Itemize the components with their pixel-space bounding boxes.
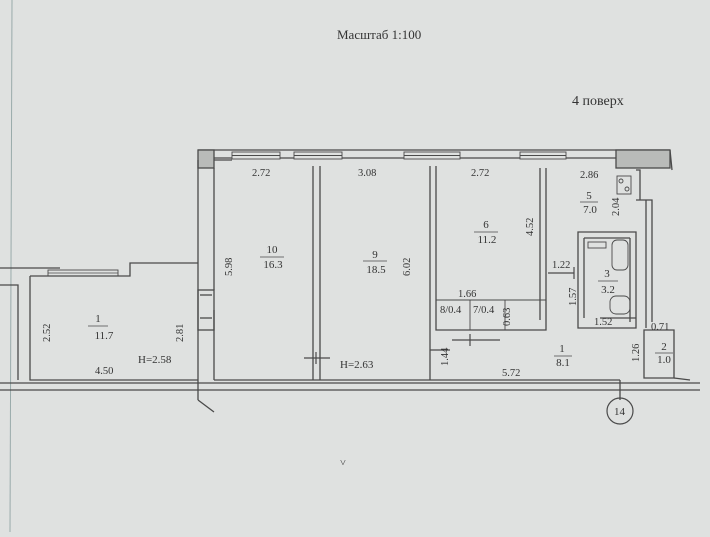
svg-text:5: 5 [586,190,592,202]
dim-label: 1.52 [594,317,612,328]
room-label: 2 1.0 [655,341,673,366]
pencil-mark: ˅ [340,458,346,469]
svg-text:7.0: 7.0 [583,204,597,216]
stove-burner-icon [618,178,624,184]
door-marks [304,267,575,364]
toilet-icon [609,295,631,315]
scale-label: Масштаб 1:100 [337,27,421,42]
room-label: 10 16.3 [260,244,284,271]
dim-label: 1.26 [631,344,642,362]
stove-burner-icon [624,186,630,192]
svg-text:10: 10 [267,244,279,256]
room-label: 1 11.7 [88,313,114,342]
svg-text:18.5: 18.5 [366,264,386,276]
dim-label: 5.72 [502,368,520,379]
margin-line [9,0,13,533]
dim-label: 0.63 [502,308,513,326]
dimension-labels: 2.72 3.08 2.72 2.86 2.04 5.98 6.02 4.52 … [42,168,669,379]
room-label: 6 11.2 [474,219,498,246]
ceiling-height-left: H=2.58 [138,354,172,366]
svg-text:11.7: 11.7 [95,330,114,342]
room-label: 9 18.5 [363,249,387,276]
dim-label: 6.02 [402,258,413,276]
axis-marker-circle [606,397,634,425]
dim-label: 1.57 [568,288,579,306]
dim-label: 5.98 [224,258,235,276]
dim-label: 2.04 [611,197,622,216]
svg-text:1: 1 [559,343,565,355]
dim-label: 1.22 [552,260,570,271]
fixtures [587,175,632,315]
dim-label: 4.52 [525,218,536,236]
dim-label: 2.81 [175,324,186,342]
svg-text:11.2: 11.2 [478,234,497,246]
svg-text:3.2: 3.2 [601,284,615,296]
dim-label: 2.72 [471,168,489,179]
svg-text:8.1: 8.1 [556,357,570,369]
dim-label: 1.66 [458,289,476,300]
closet-8-label: 8/0.4 [440,305,462,316]
dim-label: 3.08 [358,168,376,179]
dim-label: 0.71 [651,322,669,333]
dim-label: 2.72 [252,168,270,179]
svg-text:3: 3 [604,268,610,280]
dim-label: 2.52 [42,324,53,342]
dim-label: 1.44 [440,347,451,366]
svg-text:16.3: 16.3 [263,259,283,271]
stove-icon [616,175,632,195]
svg-text:2: 2 [661,341,667,353]
room-label: 3 3.2 [598,268,618,296]
closet-7-label: 7/0.4 [473,305,495,316]
axis-marker-label: 14 [614,406,626,418]
dim-label: 2.86 [580,170,598,181]
walls [0,149,700,413]
svg-text:6: 6 [483,219,489,231]
dim-label: 4.50 [95,366,113,377]
svg-text:1: 1 [95,313,101,325]
floor-label: 4 поверх [572,94,624,109]
sink-icon [587,241,607,249]
svg-text:9: 9 [372,249,378,261]
svg-text:1.0: 1.0 [657,354,671,366]
room-label: 5 7.0 [580,190,598,216]
room-label: 1 8.1 [554,343,572,369]
ceiling-height-main: H=2.63 [340,359,374,371]
bathtub-icon [611,239,629,271]
